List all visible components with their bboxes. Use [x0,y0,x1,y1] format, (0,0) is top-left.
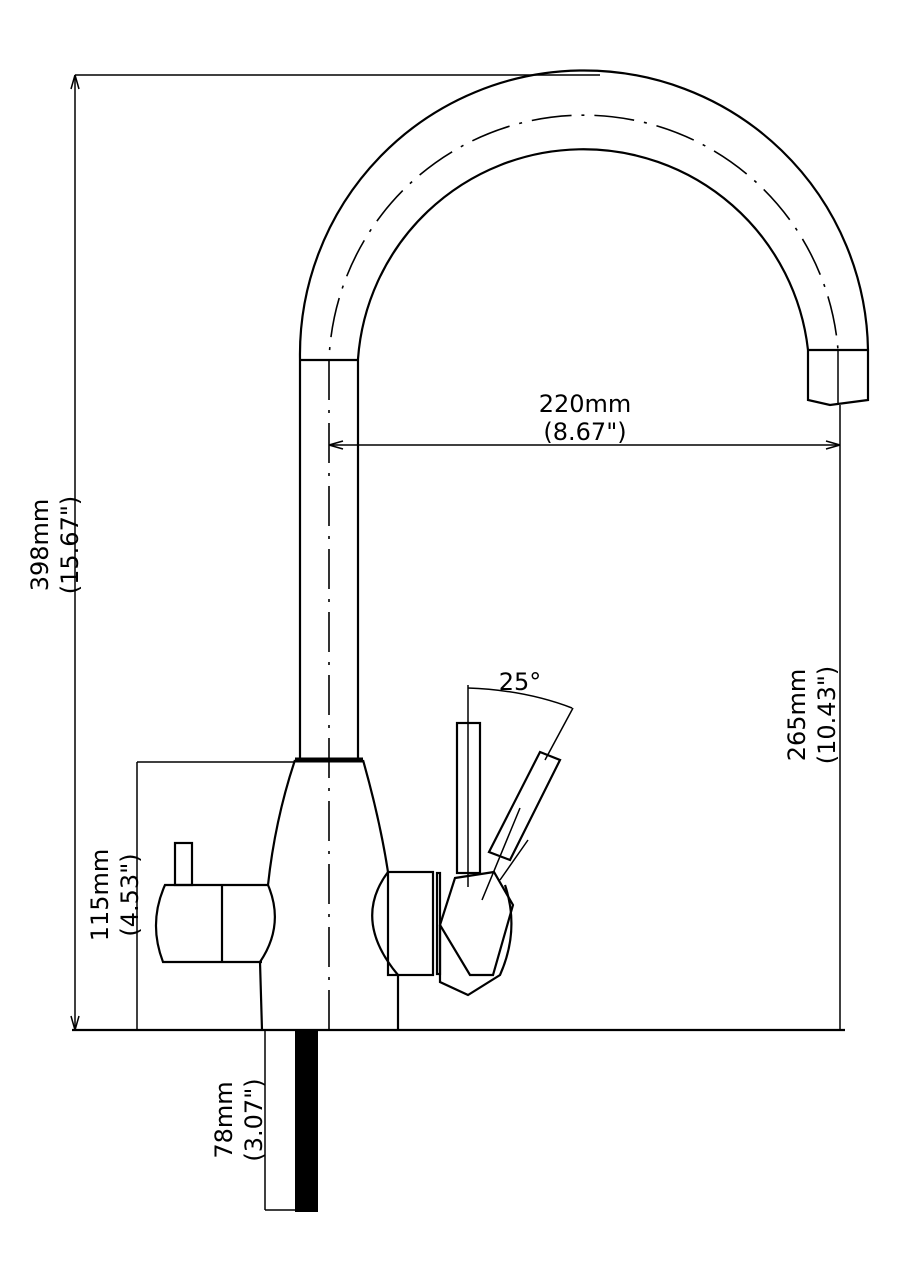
lever-angle: 25° [499,668,542,696]
total-height-inch: (15.67") [56,496,84,594]
spout-reach-inch: (8.67") [543,418,626,446]
lever-handle [438,685,574,997]
dimension-labels: 220mm (8.67") 25° 398mm (15.67") 265mm (… [26,390,841,1162]
total-height-mm: 398mm [26,499,54,592]
spout-height-mm: 265mm [783,669,811,762]
shank-length-inch: (3.07") [240,1078,268,1161]
body-height-inch: (4.53") [116,853,144,936]
faucet-body [258,757,442,1031]
body-height-mm: 115mm [86,849,114,942]
spout [298,69,870,1030]
shank-pipe [295,1030,318,1212]
spout-height-inch: (10.43") [813,666,841,764]
left-knob [154,841,268,964]
spout-reach-mm: 220mm [539,390,632,418]
shank-length-mm: 78mm [210,1081,238,1158]
dimension-lines [70,74,845,1211]
